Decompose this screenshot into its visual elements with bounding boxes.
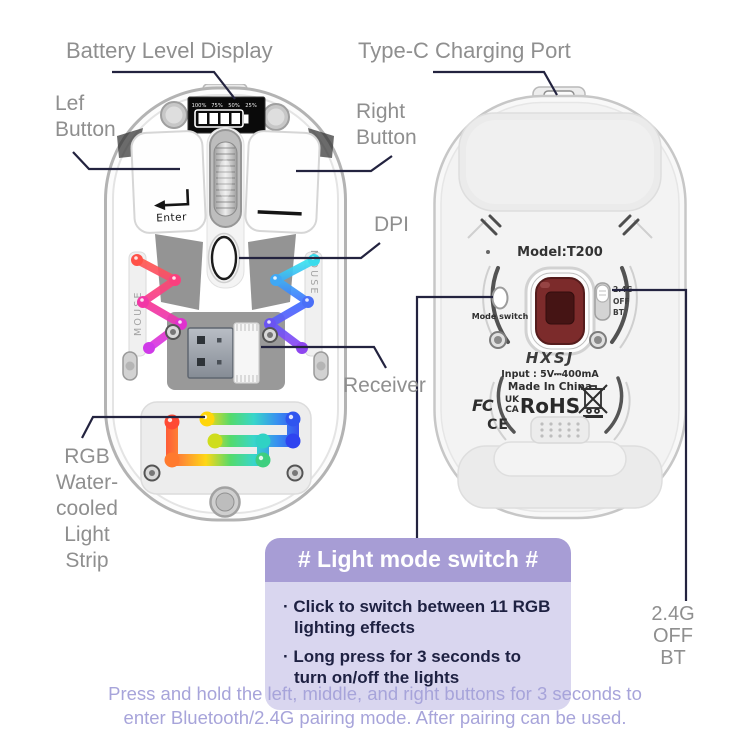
bottom-post — [209, 486, 241, 518]
info-box-bullet-2: · Long press for 3 seconds to turn on/of… — [283, 647, 522, 688]
callout-left-button: Lef Button — [55, 92, 116, 142]
battery-icon — [194, 109, 249, 128]
switch-option-bt: BT — [613, 308, 625, 317]
brand-logo: HXSJ — [526, 349, 575, 367]
scroll-wheel — [209, 129, 242, 228]
usb-receiver — [187, 322, 260, 384]
back-mouse-illustration: Model:T200 Mode switch 2.4G OFF BT — [433, 86, 687, 520]
ukca-mark-uk: UK — [505, 395, 520, 405]
weee-icon — [578, 384, 608, 418]
callout-battery-level: Battery Level Display — [66, 38, 273, 63]
info-box-bullet-1: · Click to switch between 11 RGB lightin… — [283, 597, 551, 637]
optical-sensor — [524, 266, 596, 356]
callout-dpi: DPI — [374, 213, 410, 236]
battery-pct-25: 25% — [245, 103, 257, 109]
battery-pct-100: 100% — [192, 103, 207, 109]
top-screw-posts — [160, 101, 290, 131]
right-rail-text: MOUSE — [308, 250, 319, 296]
wireless-switch — [594, 282, 611, 321]
callout-rgb-strip: RGB Water- cooled Light Strip — [55, 445, 119, 573]
footer-note: Press and hold the left, middle, and rig… — [108, 683, 642, 728]
ce-mark: CE — [487, 417, 509, 433]
ukca-mark-ca: CA — [505, 405, 519, 415]
front-mouse-illustration: MOUSE MOUSE 100% 75% 50% 25% — [104, 84, 347, 522]
chassis-flank-left — [155, 234, 203, 310]
input-rating: Input : 5V⎓400mA — [501, 369, 599, 380]
top-glide-pad-inner — [466, 120, 654, 204]
callout-right-button: Right Button — [356, 100, 417, 150]
model-label: Model:T200 — [517, 245, 603, 260]
callout-receiver: Receiver — [343, 374, 426, 397]
switch-option-off: OFF — [613, 297, 630, 306]
info-box-title: # Light mode switch # — [265, 538, 571, 582]
fcc-mark: FC — [472, 396, 494, 415]
mode-switch-button — [491, 286, 509, 310]
battery-pct-75: 75% — [211, 103, 223, 109]
mode-switch-label: Mode switch — [472, 312, 529, 321]
minus-key-icon — [257, 210, 302, 216]
bottom-glide-notch — [493, 441, 627, 477]
info-box-body: · Click to switch between 11 RGB lightin… — [265, 582, 571, 710]
switch-option-24g: 2.4G — [613, 285, 632, 294]
dpi-button — [207, 232, 241, 284]
battery-pct-50: 50% — [228, 103, 240, 109]
back-screws — [489, 331, 607, 349]
left-rail-text: MOUSE — [133, 290, 144, 336]
callout-wireless-modes: 2.4G OFF BT — [651, 603, 695, 669]
enter-key-icon — [154, 189, 190, 211]
right-button — [244, 130, 321, 234]
left-button: Enter — [130, 130, 207, 234]
origin-label: Made In China — [508, 381, 592, 393]
enter-key-label: Enter — [156, 211, 187, 224]
callout-type-c: Type-C Charging Port — [358, 38, 571, 63]
vent — [530, 416, 590, 444]
rohs-mark: RoHS — [520, 394, 580, 418]
light-mode-info-box: # Light mode switch # · Click to switch … — [265, 538, 571, 710]
